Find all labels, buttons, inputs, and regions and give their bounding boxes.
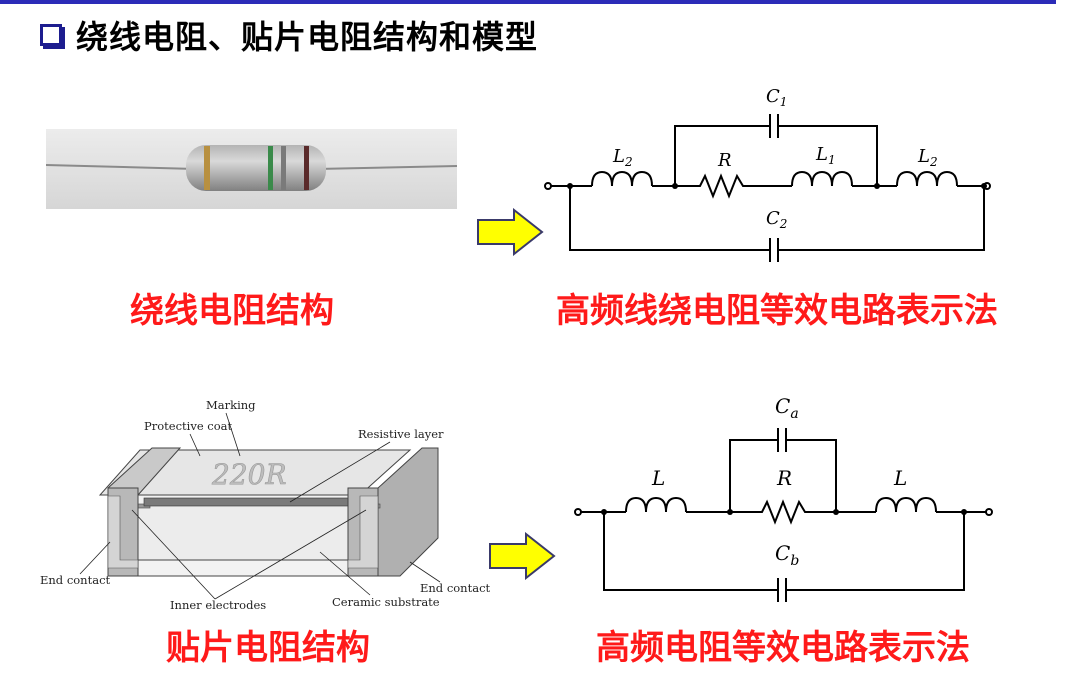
slide-title: 绕线电阻、贴片电阻结构和模型 bbox=[40, 12, 538, 58]
svg-text:L2: L2 bbox=[917, 146, 938, 169]
c2-label: C bbox=[766, 208, 780, 229]
checkbox-bullet-icon bbox=[40, 24, 62, 46]
chip-marking-text: 220R bbox=[211, 458, 287, 491]
label-resistive-layer: Resistive layer bbox=[358, 427, 444, 441]
svg-text:C1: C1 bbox=[766, 86, 787, 109]
c2-subscript: 2 bbox=[779, 217, 788, 231]
l2-left-label: L bbox=[612, 146, 625, 167]
title-text: 绕线电阻、贴片电阻结构和模型 bbox=[76, 18, 539, 56]
r-label: R bbox=[717, 150, 732, 171]
chip-resistor-structure-diagram: 220R Marking Protective coat Resistive l… bbox=[40, 398, 490, 612]
l2-right-subscript: 2 bbox=[929, 155, 938, 169]
wirewound-circuit-caption: 高频线绕电阻等效电路表示法 bbox=[556, 291, 998, 331]
l-right-label: L bbox=[893, 466, 907, 490]
svg-text:C2: C2 bbox=[766, 208, 787, 231]
label-inner-electrodes: Inner electrodes bbox=[170, 598, 266, 612]
l1-label: L bbox=[815, 144, 828, 165]
wirewound-caption: 绕线电阻结构 bbox=[130, 291, 334, 331]
r-label: R bbox=[776, 466, 792, 490]
label-end-contact-right: End contact bbox=[420, 581, 490, 595]
chip-equivalent-circuit: Ca L R L Cb bbox=[574, 394, 993, 602]
svg-text:Ca: Ca bbox=[775, 394, 799, 422]
svg-text:L1: L1 bbox=[815, 144, 836, 167]
l1-subscript: 1 bbox=[828, 153, 836, 167]
label-ceramic-substrate: Ceramic substrate bbox=[332, 595, 440, 609]
label-end-contact-left: End contact bbox=[40, 573, 111, 587]
right-arrow-icon bbox=[477, 208, 544, 256]
c1-label: C bbox=[766, 86, 780, 107]
chip-caption: 贴片电阻结构 bbox=[166, 628, 370, 668]
label-protective-coat: Protective coat bbox=[144, 419, 233, 433]
top-rule bbox=[0, 0, 1056, 4]
c1-subscript: 1 bbox=[780, 95, 788, 109]
wirewound-resistor-photo bbox=[46, 129, 457, 209]
right-arrow-icon bbox=[489, 532, 556, 580]
l-left-label: L bbox=[651, 466, 665, 490]
wirewound-equivalent-circuit: C1 L2 R L1 L2 C2 bbox=[544, 86, 991, 262]
cb-subscript: b bbox=[790, 553, 799, 569]
cb-label: C bbox=[775, 541, 790, 565]
chip-circuit-caption: 高频电阻等效电路表示法 bbox=[596, 628, 970, 668]
ca-subscript: a bbox=[790, 406, 798, 422]
svg-text:L2: L2 bbox=[612, 146, 633, 169]
label-marking: Marking bbox=[206, 398, 256, 412]
ca-label: C bbox=[775, 394, 790, 418]
l2-right-label: L bbox=[917, 146, 930, 167]
svg-text:Cb: Cb bbox=[775, 541, 799, 569]
l2-left-subscript: 2 bbox=[624, 155, 633, 169]
